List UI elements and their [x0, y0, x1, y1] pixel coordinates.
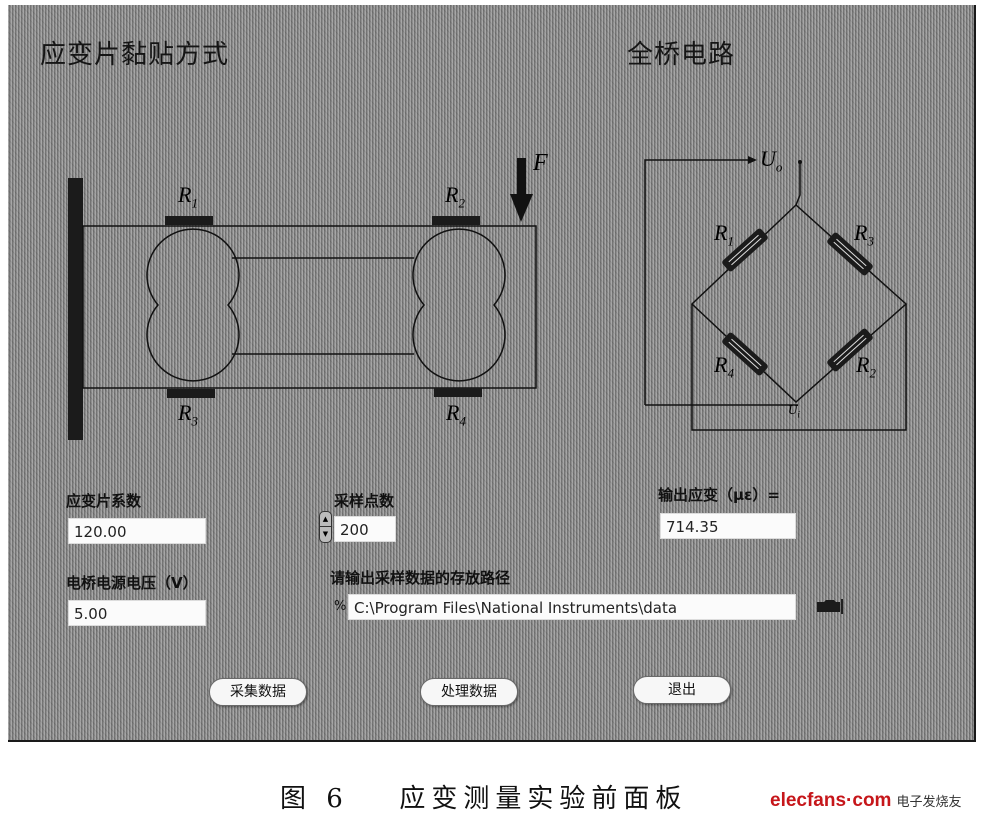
output-strain-label: 输出应变（με）= — [658, 486, 780, 504]
figure-number: 图 6 — [280, 784, 349, 814]
output-arrow-icon — [748, 156, 757, 164]
gauge-factor-input[interactable]: 120.00 — [68, 518, 206, 544]
resistor-r2 — [827, 328, 873, 372]
right-hole — [412, 228, 506, 382]
increment-arrow-icon[interactable]: ▲ — [320, 512, 331, 527]
folder-icon — [817, 599, 843, 614]
beam-label-r2: R2 — [445, 182, 465, 211]
beam-outline — [82, 225, 537, 389]
gauge-r1 — [165, 216, 213, 225]
left-section-title: 应变片黏贴方式 — [40, 40, 230, 70]
path-icon: % — [334, 599, 347, 614]
beam-label-r3: R3 — [178, 400, 198, 429]
bridge-voltage-label: 电桥电源电压（V） — [66, 574, 198, 592]
browse-button[interactable] — [814, 596, 844, 616]
resistor-r4 — [722, 332, 768, 376]
sample-points-input[interactable]: 200 — [334, 516, 396, 542]
save-path-input[interactable]: C:\Program Files\National Instruments\da… — [348, 594, 796, 620]
exit-button[interactable]: 退出 — [633, 676, 731, 704]
beam-label-r1: R1 — [178, 182, 198, 211]
resistor-r3 — [827, 232, 873, 276]
figure-caption: 图 6 应变测量实验前面板 — [280, 778, 687, 815]
force-label: F — [533, 150, 548, 176]
left-hole — [146, 228, 240, 382]
right-section-title: 全桥电路 — [627, 40, 736, 70]
beam-label-r4: R4 — [446, 400, 466, 429]
figure-title: 应变测量实验前面板 — [399, 784, 688, 814]
decrement-arrow-icon[interactable]: ▼ — [322, 530, 329, 538]
beam-diagram — [68, 158, 537, 440]
input-voltage-label: Ui — [788, 402, 800, 420]
gauge-r3 — [167, 389, 215, 398]
bridge-label-r1: R1 — [714, 220, 734, 249]
resistor-r1 — [722, 228, 768, 272]
watermark: elecfans·com 电子发烧友 — [770, 790, 962, 812]
save-path-label: 请输出采样数据的存放路径 — [330, 569, 511, 587]
acquire-data-button[interactable]: 采集数据 — [209, 678, 307, 706]
output-voltage-label: Uo — [760, 146, 783, 175]
force-arrow-icon — [510, 194, 533, 222]
watermark-text: 电子发烧友 — [896, 795, 962, 810]
sample-points-stepper[interactable]: ▲ ▼ — [319, 511, 332, 543]
bridge-label-r4: R4 — [714, 352, 734, 381]
bridge-label-r3: R3 — [854, 220, 874, 249]
process-data-button[interactable]: 处理数据 — [420, 678, 518, 706]
output-strain-indicator: 714.35 — [660, 513, 796, 539]
fixed-wall — [68, 178, 83, 440]
sample-points-label: 采样点数 — [334, 492, 395, 510]
bridge-circuit-diagram — [644, 156, 908, 431]
bridge-voltage-input[interactable]: 5.00 — [68, 600, 206, 626]
gauge-r2 — [432, 216, 480, 225]
gauge-r4 — [434, 388, 482, 397]
bridge-label-r2: R2 — [856, 352, 876, 381]
elecfans-logo: elecfans·com — [770, 790, 892, 811]
gauge-factor-label: 应变片系数 — [66, 492, 142, 510]
